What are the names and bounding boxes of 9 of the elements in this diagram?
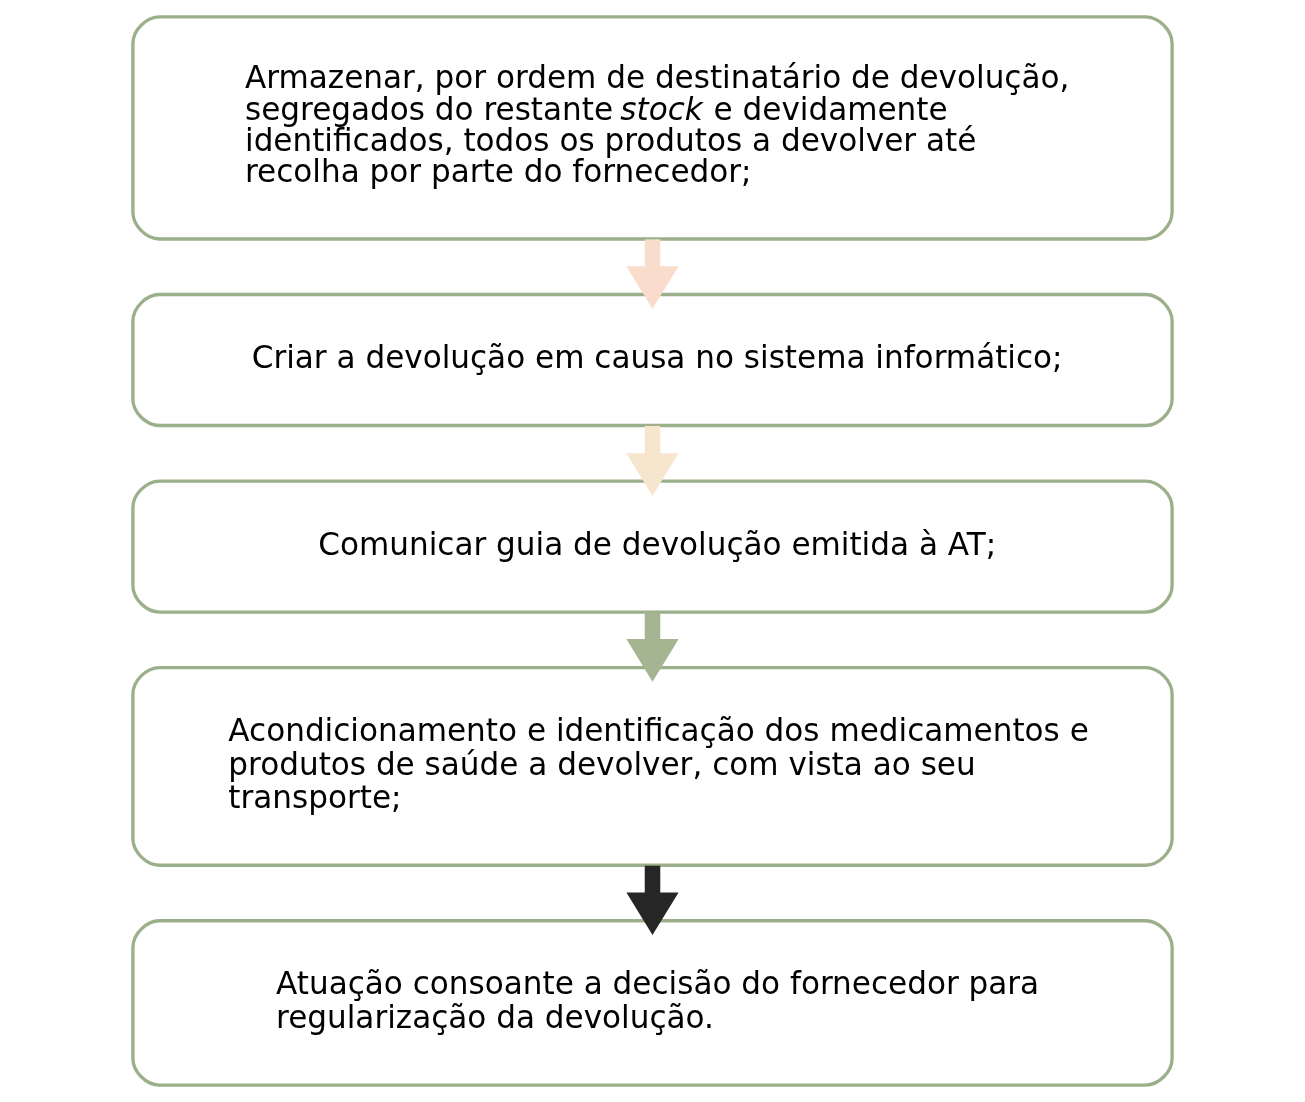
arrow xyxy=(626,612,679,682)
arrow xyxy=(626,239,679,309)
node-box: Comunicar guia de devolução emitida à AT; xyxy=(131,479,1174,614)
node-box: Armazenar, por ordem de destinatário de devolução, segregados do restante stock e devidamente identificados, todos os produtos a devolver até recolha por parte do fornecedor; xyxy=(131,15,1174,241)
arrow xyxy=(626,425,679,496)
node-box: Atuação consoante a decisão do fornecedor para regularização da devolução. xyxy=(131,919,1174,1087)
node-box: Criar a devolução em causa no sistema informático; xyxy=(131,292,1174,428)
node-box: Acondicionamento e identificação dos medicamentos e produtos de saúde a devolver, com vista ao seu transporte; xyxy=(131,665,1174,867)
arrow xyxy=(626,865,679,936)
